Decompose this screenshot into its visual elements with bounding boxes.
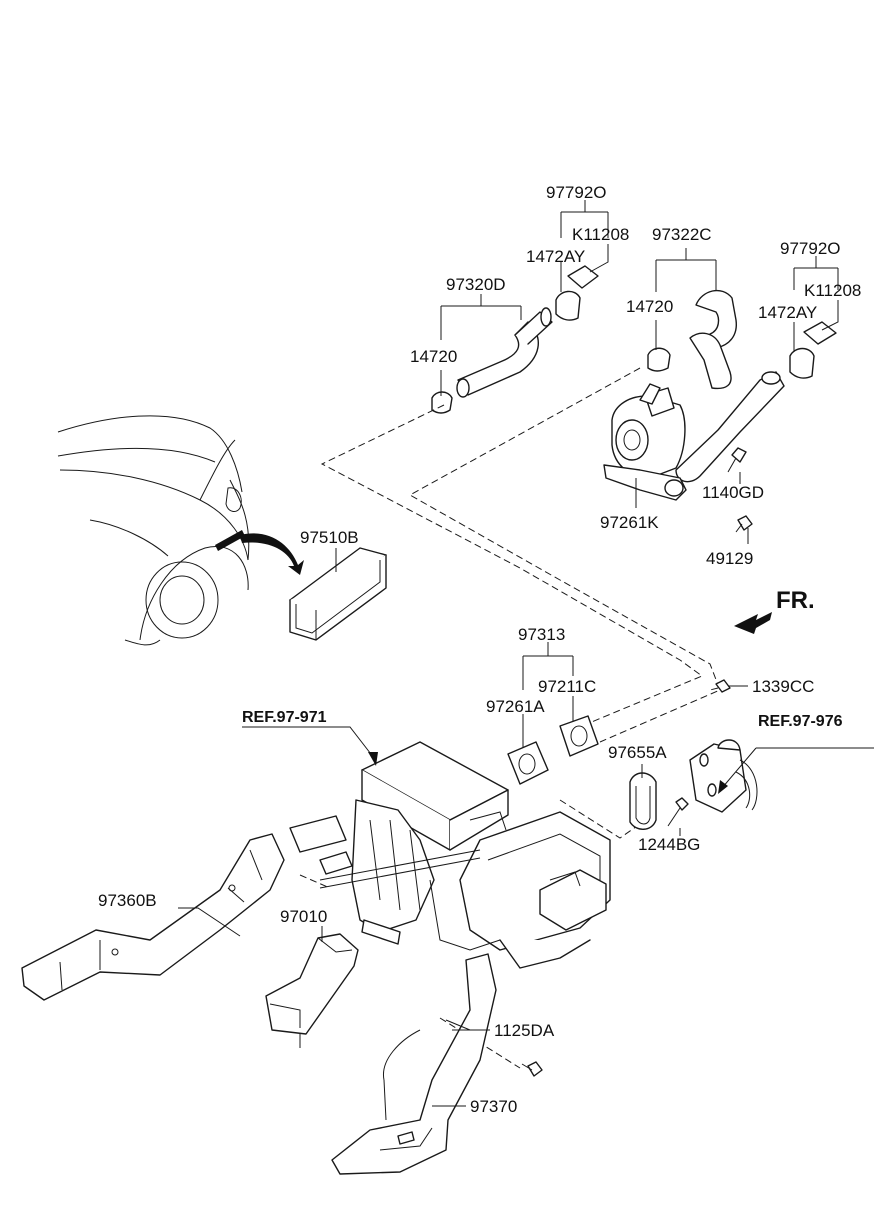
valve-assembly-part — [667, 739, 758, 827]
nut-1339cc-part — [715, 679, 731, 693]
label-97322c: 97322C — [652, 225, 712, 244]
label-1244bg: 1244BG — [638, 835, 700, 854]
duct-97010-part — [265, 933, 359, 1048]
label-1125da: 1125DA — [494, 1021, 555, 1040]
hose-97320d-part — [431, 307, 553, 414]
ventilation-grille-part — [289, 547, 387, 641]
label-97792o-right: 97792O — [780, 239, 841, 258]
ref-971-arrowhead — [368, 752, 378, 766]
label-1339cc: 1339CC — [752, 677, 814, 696]
gasket-97211c-part — [559, 715, 599, 757]
callout-arrow — [240, 533, 304, 575]
label-ref-97-971: REF.97-971 — [242, 709, 327, 726]
label-k11208-right: K11208 — [804, 281, 861, 300]
part-labels: 97792O K11208 1472AY 97320D 14720 97322C… — [98, 183, 861, 1116]
label-97211c: 97211C — [538, 677, 596, 696]
label-97261a: 97261A — [486, 697, 545, 716]
label-14720-right: 14720 — [626, 297, 673, 316]
seal-97655a-part — [629, 772, 657, 830]
label-14720-left: 14720 — [410, 347, 457, 366]
clamp-1472ay-part-left — [555, 265, 599, 321]
label-k11208-left: K11208 — [572, 225, 629, 244]
gasket-97261a-part — [507, 741, 549, 785]
label-97792o-left: 97792O — [546, 183, 607, 202]
leader-lines — [178, 200, 874, 1107]
ref-976-arrowhead — [718, 780, 728, 794]
label-1472ay-right: 1472AY — [758, 303, 817, 322]
hose-97322c-part — [647, 289, 785, 483]
water-pump-assembly — [603, 383, 753, 533]
label-97655a: 97655A — [608, 743, 667, 762]
label-97261k: 97261K — [600, 513, 659, 532]
duct-97360b-part — [21, 833, 285, 1001]
label-97313: 97313 — [518, 625, 565, 644]
label-97360b: 97360B — [98, 891, 157, 910]
vehicle-rear-illustration — [57, 415, 250, 646]
label-ref-97-976: REF.97-976 — [758, 713, 843, 730]
label-97010: 97010 — [280, 907, 327, 926]
duct-97370-part — [331, 953, 543, 1175]
label-front: FR. — [776, 587, 815, 614]
label-97510b: 97510B — [300, 528, 359, 547]
label-1140gd: 1140GD — [702, 483, 764, 502]
front-direction-arrow — [734, 612, 772, 634]
label-1472ay-left: 1472AY — [526, 247, 585, 266]
hvac-unit-part — [289, 741, 611, 969]
label-97370: 97370 — [470, 1097, 517, 1116]
clamp-1472ay-part-right — [789, 321, 837, 379]
label-97320d: 97320D — [446, 275, 506, 294]
label-49129: 49129 — [706, 549, 753, 568]
